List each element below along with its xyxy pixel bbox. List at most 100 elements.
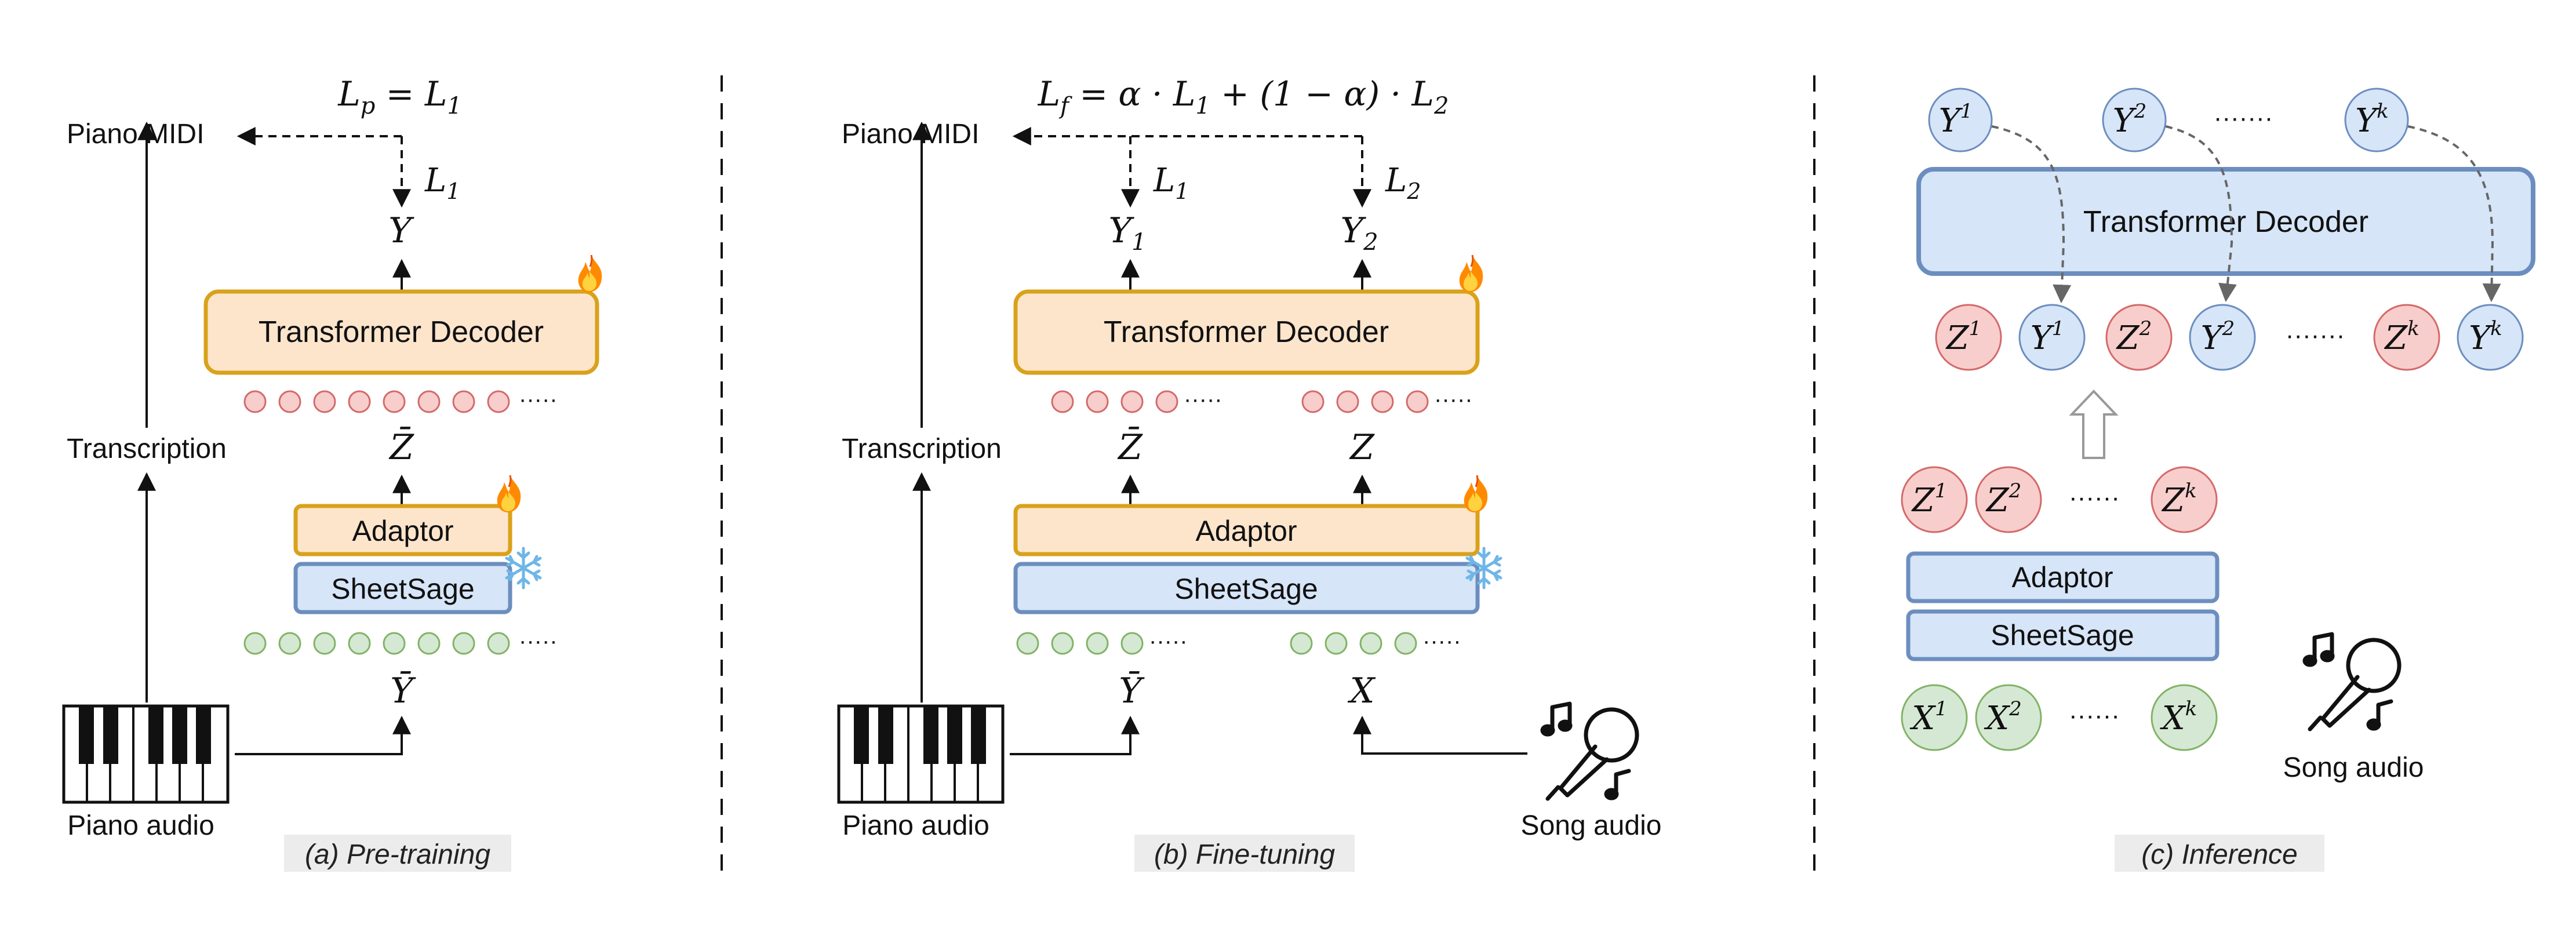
inference-top-token-2: Y2 xyxy=(2102,88,2167,152)
finetune-transcription-label: Transcription xyxy=(842,434,1002,464)
svg-text:Z1: Z1 xyxy=(1945,317,1982,357)
inference-pair-dots: ······· xyxy=(2286,321,2345,350)
finetune-input1-symbol: Ȳ xyxy=(1119,671,1145,711)
finetune-input1-ellipsis: ····· xyxy=(1149,628,1188,654)
svg-text:Z2: Z2 xyxy=(1985,479,2022,519)
inference-sheetsage-label: SheetSage xyxy=(1991,619,2134,652)
finetune-loss2-label: L2 xyxy=(1385,162,1421,204)
pretrain-loss-formula: Lp = L1 xyxy=(337,74,462,119)
finetune-input2-token-row xyxy=(1290,632,1417,655)
microphone-music-icon xyxy=(1540,701,1639,801)
finetune-caption-bg xyxy=(1134,835,1355,872)
finetune-input2-ellipsis: ····· xyxy=(1422,628,1461,654)
inference-song-audio-label: Song audio xyxy=(2283,752,2424,783)
microphone-music-icon xyxy=(2302,632,2402,732)
finetune-piano-audio-label: Piano audio xyxy=(842,810,989,841)
inference-top-token-k: Yk xyxy=(2344,88,2409,152)
finetune-song-audio-label: Song audio xyxy=(1521,810,1662,841)
svg-text:Zk: Zk xyxy=(2161,479,2197,519)
finetune-latent1-ellipsis: ····· xyxy=(1184,387,1222,412)
pretrain-adaptor-label: Adaptor xyxy=(352,515,453,547)
finetune-song-to-x-arrow xyxy=(1353,715,1527,755)
piano-keyboard-icon xyxy=(837,704,1005,804)
pretrain-transcription-label: Transcription xyxy=(67,434,227,464)
fire-icon xyxy=(577,254,603,293)
pretrain-latent-symbol: Z̄ xyxy=(388,427,414,468)
pretrain-audio-to-y-arrow xyxy=(235,715,411,755)
inference-z-dots: ······ xyxy=(2069,483,2120,512)
svg-text:Y2: Y2 xyxy=(2201,317,2235,357)
panel-pretrain: Lp = L1 Piano MIDI L1 Y Transformer Deco… xyxy=(62,74,603,872)
fire-icon xyxy=(496,474,522,514)
svg-text:Z2: Z2 xyxy=(2116,317,2152,357)
pretrain-input-symbol: Ȳ xyxy=(390,671,416,711)
finetune-adaptor-label: Adaptor xyxy=(1195,515,1297,547)
finetune-sheetsage-label: SheetSage xyxy=(1174,573,1318,605)
inference-pair-token-zk: Zk xyxy=(2373,304,2440,371)
svg-text:Y1: Y1 xyxy=(1939,100,1973,140)
finetune-latent2-ellipsis: ····· xyxy=(1434,387,1473,412)
pretrain-sheetsage-label: SheetSage xyxy=(331,573,474,605)
finetune-adaptor-box xyxy=(1013,504,1480,556)
hollow-up-arrow-icon xyxy=(2069,390,2119,459)
piano-keyboard-icon xyxy=(62,704,230,804)
pretrain-input-ellipsis: ····· xyxy=(519,628,558,654)
inference-z-token-k: Zk xyxy=(2151,466,2218,533)
svg-text:Y1: Y1 xyxy=(2031,317,2065,357)
svg-text:X2: X2 xyxy=(1984,697,2022,737)
panel-inference: Y1 Y2 ······· Yk Transformer Decoder Z1 … xyxy=(1901,88,2535,872)
pretrain-sheetsage-box xyxy=(293,562,512,614)
inference-sheetsage-box xyxy=(1906,609,2220,661)
finetune-latent2-symbol: Z xyxy=(1349,427,1375,468)
inference-adaptor-box xyxy=(1906,551,2220,603)
svg-text:Y2: Y2 xyxy=(2113,100,2147,140)
finetune-caption: (b) Fine-tuning xyxy=(1154,839,1335,870)
inference-adaptor-label: Adaptor xyxy=(2011,561,2113,594)
fire-icon xyxy=(1458,254,1484,293)
inference-x-dots: ······ xyxy=(2069,701,2120,730)
pretrain-caption-bg xyxy=(284,835,511,872)
inference-x-token-k: Xk xyxy=(2151,684,2218,751)
pretrain-latent-ellipsis: ····· xyxy=(519,387,558,412)
finetune-loss-formula: Lf = α · L1 + (1 − α) · L2 xyxy=(1038,74,1449,119)
inference-pair-token-y2: Y2 xyxy=(2189,304,2256,371)
inference-x-token-1: X1 xyxy=(1901,684,1968,751)
inference-pair-token-y1: Y1 xyxy=(2018,304,2086,371)
fire-icon xyxy=(1463,474,1489,514)
inference-pair-token-z1: Z1 xyxy=(1935,304,2002,371)
finetune-latent1-token-row xyxy=(1051,390,1178,413)
finetune-piano-to-y-arrow xyxy=(1010,715,1140,755)
pretrain-transformer-decoder-box xyxy=(203,289,599,375)
inference-pair-token-z2: Z2 xyxy=(2105,304,2173,371)
panel-finetune: Lf = α · L1 + (1 − α) · L2 Piano MIDI L1… xyxy=(837,74,1662,872)
finetune-input1-token-row xyxy=(1016,632,1144,655)
finetune-loss1-label: L1 xyxy=(1153,162,1189,204)
finetune-transformer-decoder-box xyxy=(1013,289,1480,375)
inference-transformer-decoder-box xyxy=(1916,167,2535,276)
svg-text:Xk: Xk xyxy=(2160,697,2197,737)
inference-z-token-2: Z2 xyxy=(1975,466,2042,533)
svg-text:X1: X1 xyxy=(1909,697,1948,737)
pretrain-transformer-decoder-label: Transformer Decoder xyxy=(259,315,544,349)
inference-transformer-decoder-label: Transformer Decoder xyxy=(2083,205,2368,239)
pretrain-output-symbol: Y xyxy=(388,210,414,251)
inference-caption: (c) Inference xyxy=(2141,839,2297,870)
inference-pair-token-yk: Yk xyxy=(2457,304,2524,371)
inference-z-token-1: Z1 xyxy=(1901,466,1968,533)
inference-top-token-1: Y1 xyxy=(1928,88,1993,152)
finetune-input2-symbol: X xyxy=(1348,671,1376,711)
finetune-output2-symbol: Y2 xyxy=(1340,210,1378,256)
pretrain-adaptor-box xyxy=(293,504,512,556)
finetune-sheetsage-box xyxy=(1013,562,1480,614)
pretrain-piano-midi-label: Piano MIDI xyxy=(67,119,204,150)
svg-text:Yk: Yk xyxy=(2469,317,2502,357)
finetune-output1-symbol: Y1 xyxy=(1108,210,1146,256)
svg-text:Yk: Yk xyxy=(2355,100,2389,140)
pretrain-input-token-row xyxy=(243,632,510,655)
pretrain-loss-label: L1 xyxy=(424,162,460,204)
inference-x-token-2: X2 xyxy=(1975,684,2042,751)
inference-top-dots: ······· xyxy=(2214,104,2273,132)
inference-caption-bg xyxy=(2115,835,2324,872)
svg-text:Z1: Z1 xyxy=(1911,479,1948,519)
